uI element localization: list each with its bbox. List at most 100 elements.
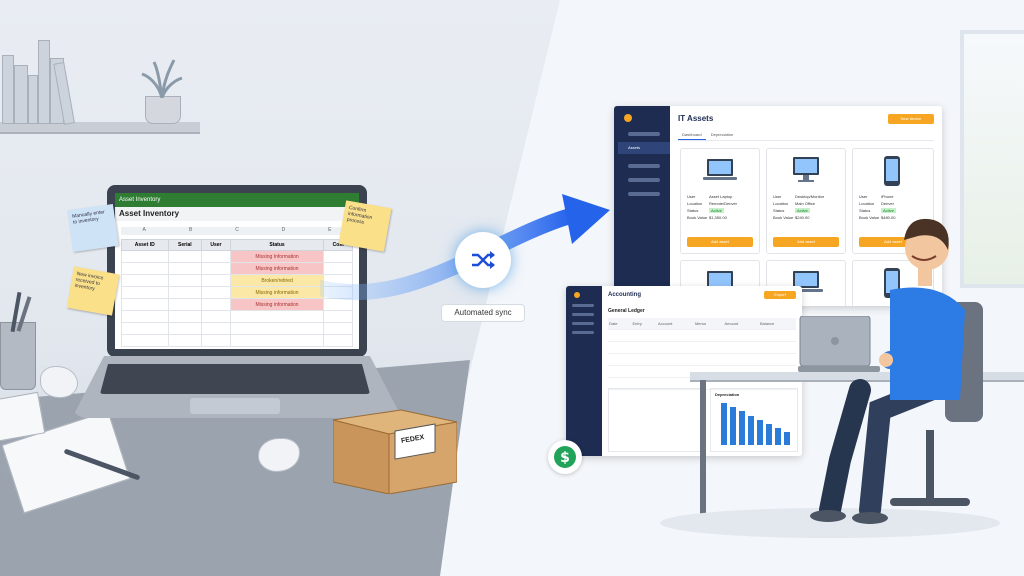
card-row: Book Value$480.00 bbox=[859, 214, 929, 221]
sticky-note: Manually enter to inventory bbox=[67, 204, 119, 252]
column-letter: D bbox=[281, 227, 286, 233]
book bbox=[38, 40, 50, 124]
spreadsheet-title-bar: Asset Inventory bbox=[115, 193, 359, 207]
sidebar-item[interactable] bbox=[572, 313, 594, 316]
asset-card[interactable] bbox=[766, 260, 846, 306]
chair-wheels bbox=[890, 498, 970, 506]
sync-label: Automated sync bbox=[441, 304, 525, 322]
depreciation-bar bbox=[739, 411, 745, 445]
laptop-icon bbox=[789, 271, 823, 292]
sidebar-item[interactable] bbox=[572, 331, 594, 334]
ledger-header: Amount bbox=[723, 318, 759, 330]
window-frame bbox=[960, 30, 1024, 288]
field-label: Location bbox=[773, 201, 789, 206]
general-ledger-table: Date Entry Account Memo Amount Balance bbox=[608, 318, 796, 390]
card-row: Book Value$1,350.00 bbox=[687, 214, 755, 221]
field-label: Status bbox=[859, 208, 871, 213]
depreciation-bar bbox=[775, 428, 781, 445]
depreciation-bar bbox=[730, 407, 736, 445]
depreciation-bar bbox=[766, 424, 772, 445]
status-cell: Missing Information bbox=[229, 250, 325, 263]
sync-button[interactable] bbox=[455, 232, 511, 288]
field-label: Status bbox=[687, 208, 699, 213]
accounting-window: Accounting Export General Ledger Date En… bbox=[566, 286, 802, 456]
tab-bar: Dashboard Depreciation bbox=[678, 130, 934, 141]
tab-depreciation[interactable]: Depreciation bbox=[710, 132, 734, 137]
app-logo-icon bbox=[574, 292, 580, 298]
person bbox=[800, 210, 980, 540]
field-label: Book Value bbox=[859, 215, 880, 220]
field-value: Desktop/Monitor bbox=[795, 194, 825, 199]
new-device-label: New device bbox=[900, 116, 922, 121]
ledger-title: General Ledger bbox=[608, 308, 645, 314]
ledger-row[interactable] bbox=[608, 341, 796, 354]
ledger-row[interactable] bbox=[608, 353, 796, 366]
shuffle-icon bbox=[472, 251, 495, 269]
sidebar-item-assets[interactable]: Assets bbox=[618, 142, 670, 154]
status-cell: Missing information bbox=[229, 286, 325, 299]
add-asset-label: Add asset bbox=[797, 239, 815, 244]
column-header: User bbox=[201, 239, 231, 251]
phone-icon bbox=[884, 156, 900, 186]
dollar-icon: $ bbox=[554, 446, 576, 468]
field-value: $240.00 bbox=[795, 215, 810, 220]
field-label: User bbox=[773, 194, 782, 199]
field-value: iPhone bbox=[881, 194, 894, 199]
field-label: Book Value bbox=[773, 215, 794, 220]
field-value: $480.00 bbox=[881, 215, 896, 220]
page-title: IT Assets bbox=[678, 114, 714, 123]
add-asset-button[interactable]: Add asset bbox=[773, 237, 839, 247]
sidebar-item-label: Assets bbox=[628, 145, 641, 150]
sidebar-item[interactable] bbox=[572, 304, 594, 307]
laptop-keyboard bbox=[100, 364, 370, 394]
tab-dashboard[interactable]: Dashboard bbox=[678, 130, 706, 140]
book bbox=[28, 75, 38, 124]
new-device-button[interactable]: New device bbox=[888, 114, 934, 124]
it-assets-sidebar: Assets bbox=[614, 106, 670, 306]
field-label: Location bbox=[687, 201, 703, 206]
export-button[interactable]: Export bbox=[764, 291, 796, 299]
wall-shelf bbox=[0, 122, 200, 134]
column-header: Serial bbox=[167, 239, 203, 251]
column-header: Status bbox=[229, 239, 325, 251]
sidebar-item[interactable] bbox=[628, 164, 660, 168]
book bbox=[2, 55, 14, 124]
add-asset-label: Add asset bbox=[884, 239, 902, 244]
depreciation-bar bbox=[757, 419, 763, 445]
add-asset-button[interactable]: Add asset bbox=[687, 237, 753, 247]
sync-arrow bbox=[312, 180, 620, 320]
ledger-row[interactable] bbox=[608, 329, 796, 342]
field-label: Status bbox=[773, 208, 785, 213]
sidebar-item[interactable] bbox=[572, 322, 594, 325]
depreciation-bar bbox=[748, 415, 754, 445]
depreciation-bar bbox=[721, 403, 727, 445]
field-label: User bbox=[687, 194, 696, 199]
svg-text:$: $ bbox=[560, 450, 570, 466]
sidebar-item[interactable] bbox=[628, 132, 660, 136]
export-label: Export bbox=[774, 292, 786, 297]
sidebar-item[interactable] bbox=[628, 178, 660, 182]
field-label: Location bbox=[859, 201, 875, 206]
column-letter: E bbox=[328, 227, 332, 233]
sidebar-item[interactable] bbox=[628, 192, 660, 196]
add-asset-button[interactable]: Add asset bbox=[859, 237, 927, 247]
phone-icon bbox=[884, 268, 900, 298]
field-value: Active bbox=[709, 208, 724, 213]
pen-cup bbox=[0, 322, 36, 390]
chair-base bbox=[926, 430, 934, 500]
laptop-icon bbox=[703, 159, 737, 180]
laptop-touchpad bbox=[190, 398, 280, 414]
field-label: Book Value bbox=[687, 215, 708, 220]
spreadsheet-heading: Asset Inventory bbox=[115, 207, 359, 221]
depreciation-chart bbox=[721, 403, 793, 445]
ledger-header: Account bbox=[656, 318, 694, 330]
